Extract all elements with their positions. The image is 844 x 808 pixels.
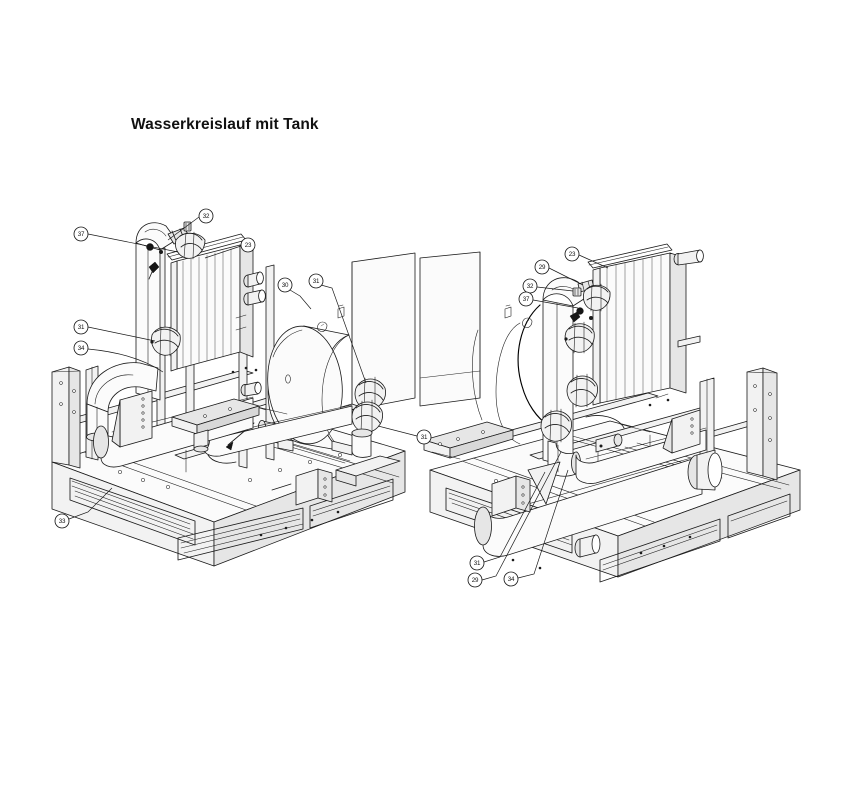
radiator-panel-left xyxy=(166,233,266,397)
callout-31-right[interactable]: 31 xyxy=(469,471,546,571)
callout-23-right[interactable]: 23 xyxy=(564,246,609,269)
callout-23-left[interactable]: 23 xyxy=(204,237,256,259)
fastener-glyphs-left xyxy=(317,304,345,332)
callout-33-left[interactable]: 33 xyxy=(54,487,113,529)
callout-label: 31 xyxy=(78,324,85,331)
pump-mount-plate-left xyxy=(171,398,260,453)
frame-outlets-right xyxy=(574,534,601,558)
pipe-coupling-31-left-upper xyxy=(150,326,181,357)
callout-label: 30 xyxy=(282,282,289,289)
panel-plane-left xyxy=(351,252,416,411)
hose-clamp-32-right xyxy=(572,287,582,297)
callout-label: 34 xyxy=(508,576,515,583)
callout-31-left-upper[interactable]: 31 xyxy=(308,273,367,384)
gusset-brackets-right xyxy=(491,409,701,517)
callout-30-left[interactable]: 30 xyxy=(277,277,312,310)
radiator-panel-right xyxy=(587,243,704,407)
callout-label: 23 xyxy=(569,251,576,258)
callout-37-left[interactable]: 37 xyxy=(73,226,179,253)
callout-29-right-lower[interactable]: 29 xyxy=(467,451,562,588)
callout-label: 32 xyxy=(527,283,534,290)
right-assembly-view xyxy=(419,243,801,583)
callout-29-right[interactable]: 29 xyxy=(534,259,584,286)
callout-label: 37 xyxy=(78,231,85,238)
callout-34-left[interactable]: 34 xyxy=(73,340,164,373)
pipe-coupling-31-left-right xyxy=(351,376,386,458)
callout-label: 23 xyxy=(245,242,252,249)
hose-clamp-32-left xyxy=(167,221,192,245)
flange-coupling-upper-right xyxy=(583,283,611,312)
callout-label: 29 xyxy=(472,577,479,584)
callout-layer: 37 32 23 30 31 xyxy=(54,208,609,588)
callout-34-right[interactable]: 34 xyxy=(503,469,569,587)
right-bracket-left-view xyxy=(271,455,401,506)
callout-label: 31 xyxy=(421,434,428,441)
callout-label: 32 xyxy=(203,213,210,220)
gusset-bracket-left xyxy=(111,390,153,448)
panel-plane-right xyxy=(419,251,481,407)
callout-31-left-right[interactable]: 31 xyxy=(377,425,432,445)
callout-31-left-mid[interactable]: 31 xyxy=(73,319,156,342)
pipe-coupling-31-right-low xyxy=(540,373,598,443)
left-assembly-view xyxy=(51,221,416,567)
front-cylinder-right xyxy=(474,449,723,557)
callout-label: 37 xyxy=(523,296,530,303)
callout-label: 31 xyxy=(474,560,481,567)
callout-37-right[interactable]: 37 xyxy=(518,291,579,309)
callout-32-left[interactable]: 32 xyxy=(167,208,214,241)
callout-label: 31 xyxy=(313,278,320,285)
flange-coupling-upper-left xyxy=(175,231,206,260)
page-title: Wasserkreislauf mit Tank xyxy=(131,116,319,133)
pump-mount-plate-right xyxy=(423,421,514,460)
callout-label: 34 xyxy=(78,345,85,352)
callout-label: 29 xyxy=(539,264,546,271)
fastener-glyphs-right xyxy=(504,304,533,328)
pipe-coupling-31-right-mid xyxy=(564,321,595,354)
callout-label: 33 xyxy=(59,518,66,525)
